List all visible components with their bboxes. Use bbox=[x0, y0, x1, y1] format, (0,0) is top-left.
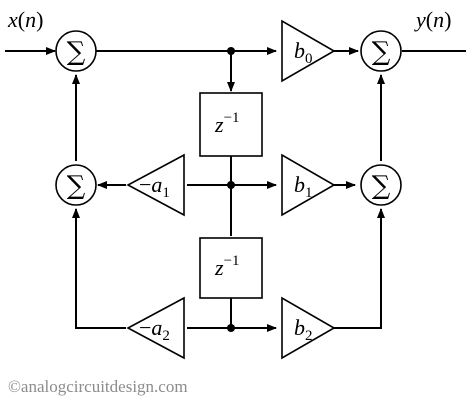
delay-base: z bbox=[214, 255, 224, 280]
sum-node-middle-left: ∑ bbox=[55, 164, 97, 206]
svg-text:z−1: z−1 bbox=[214, 110, 240, 137]
gain-b2: b2 bbox=[281, 296, 336, 360]
gain-subscript: 1 bbox=[305, 185, 313, 201]
copyright-credit: ©analogcircuitdesign.com bbox=[8, 377, 188, 396]
gain-subscript: 2 bbox=[162, 328, 170, 344]
sum-symbol: ∑ bbox=[67, 171, 86, 201]
delay-exponent: −1 bbox=[224, 110, 240, 126]
gain-base: a bbox=[151, 315, 162, 340]
delay-base: z bbox=[214, 112, 224, 137]
delay-block-2: z−1 bbox=[199, 237, 263, 299]
svg-text:−a2: −a2 bbox=[139, 315, 170, 344]
gain-subscript: 0 bbox=[305, 51, 313, 67]
gain-base: b bbox=[294, 38, 305, 63]
sum-node-middle-right: ∑ bbox=[360, 164, 402, 206]
junction-dot-middle bbox=[227, 181, 235, 189]
delay-block-1: z−1 bbox=[199, 92, 263, 157]
gain-base: b bbox=[294, 315, 305, 340]
wire-a2-to-sum bbox=[72, 208, 126, 329]
gain-neg-a2: −a2 bbox=[126, 296, 185, 360]
sum-symbol: ∑ bbox=[372, 171, 391, 201]
sum-symbol: ∑ bbox=[67, 37, 86, 67]
junction-dot-top bbox=[227, 47, 235, 55]
gain-sign: − bbox=[139, 315, 151, 340]
gain-base: a bbox=[151, 172, 162, 197]
gain-subscript: 1 bbox=[162, 185, 170, 201]
input-label: x(n) bbox=[7, 7, 43, 32]
junction-dot-bottom bbox=[227, 324, 235, 332]
gain-sign: − bbox=[139, 172, 151, 197]
svg-text:b0: b0 bbox=[294, 38, 313, 67]
gain-b0: b0 bbox=[281, 19, 336, 83]
delay-exponent: −1 bbox=[224, 253, 240, 269]
sum-node-top-left: ∑ bbox=[55, 30, 97, 72]
gain-subscript: 2 bbox=[305, 328, 313, 344]
gain-base: b bbox=[294, 172, 305, 197]
sum-symbol: ∑ bbox=[372, 37, 391, 67]
signal-wires bbox=[5, 47, 466, 332]
output-label: y(n) bbox=[414, 7, 451, 32]
svg-text:b1: b1 bbox=[294, 172, 313, 201]
wire-b2-to-sum bbox=[332, 208, 385, 329]
gain-b1: b1 bbox=[281, 153, 336, 217]
sum-node-top-right: ∑ bbox=[360, 30, 402, 72]
gain-neg-a1: −a1 bbox=[126, 153, 185, 217]
svg-text:−a1: −a1 bbox=[139, 172, 170, 201]
svg-text:z−1: z−1 bbox=[214, 253, 240, 280]
svg-text:b2: b2 bbox=[294, 315, 313, 344]
